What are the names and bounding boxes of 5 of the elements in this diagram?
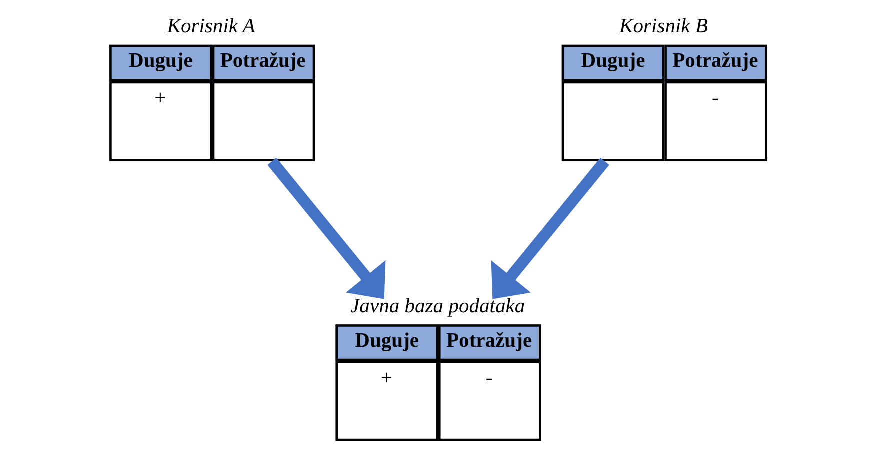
node-label: Javna baza podataka	[350, 296, 526, 318]
arrow	[491, 158, 610, 300]
node-label: Korisnik A	[167, 16, 256, 38]
arrow	[268, 158, 386, 300]
node-label: Korisnik B	[620, 16, 708, 38]
